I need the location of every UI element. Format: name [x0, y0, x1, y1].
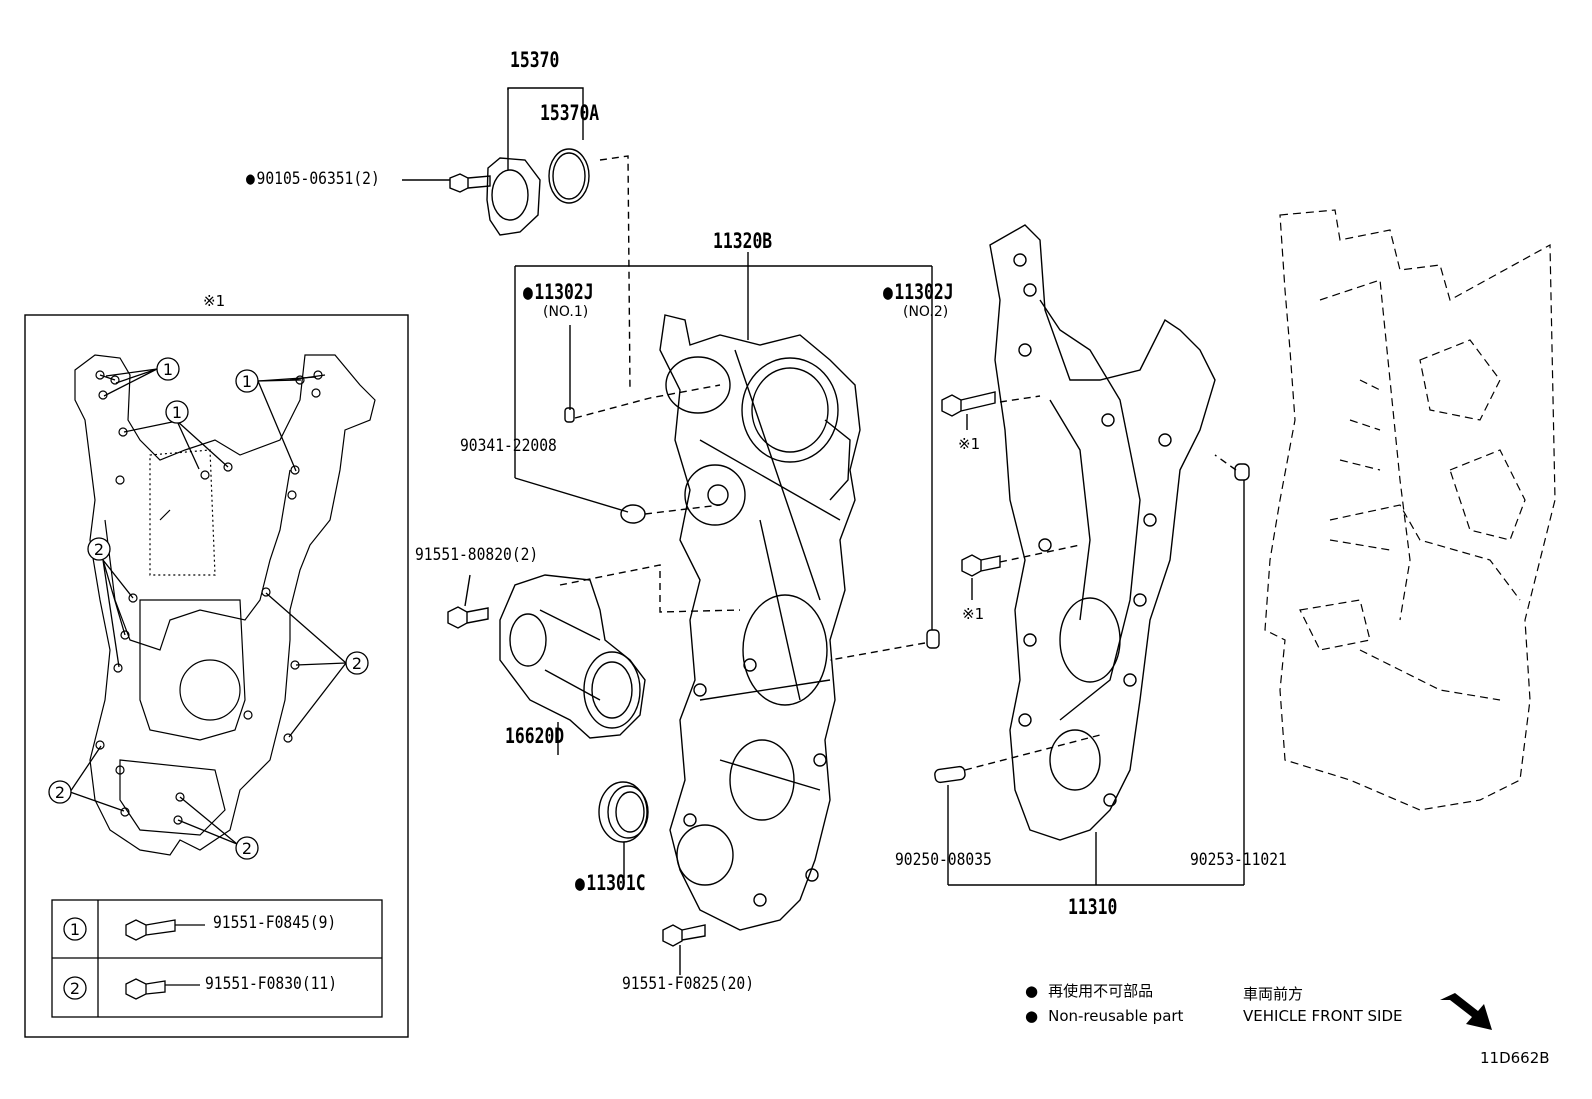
label-15370: 15370	[510, 48, 560, 72]
tensioner-16620D-drawing	[447, 564, 741, 755]
label-ref1-upper: ※1	[958, 435, 981, 453]
vehicle-front-arrow-icon	[1440, 993, 1492, 1030]
label-90253-11021: 90253-11021	[1190, 850, 1287, 870]
label-11302J-no2: 11302J	[883, 280, 954, 304]
label-11320B: 11320B	[713, 229, 773, 253]
label-16620D: 16620D	[505, 724, 565, 748]
legend-part-1: 91551-F0845(9)	[213, 913, 337, 933]
label-no2: (NO.2)	[903, 304, 949, 320]
inset-callouts	[48, 357, 369, 860]
part-15370-drawing	[402, 87, 631, 391]
inset-callout-leaders	[69, 368, 347, 845]
note-front-en: VEHICLE FRONT SIDE	[1243, 1007, 1403, 1025]
label-91551-80820: 91551-80820(2)	[415, 545, 539, 565]
cover-11310-drawing	[934, 224, 1250, 886]
label-ref1-lower: ※1	[962, 605, 985, 623]
callout-2-d: 2	[241, 839, 253, 858]
inset-legend-table	[51, 899, 383, 1018]
label-11302J-no1-text: 11302J	[534, 280, 594, 304]
label-11301C-text: 11301C	[586, 871, 646, 895]
seal-11301C-drawing	[598, 781, 706, 975]
note-nonreusable-ja-text: 再使用不可部品	[1048, 982, 1154, 1000]
callout-2-b: 2	[351, 654, 363, 673]
cover-11320B-drawing	[659, 314, 861, 931]
inset-cover-drawing	[74, 354, 376, 856]
callout-2-a: 2	[93, 540, 105, 559]
legend-num-1: 1	[69, 920, 81, 939]
label-11301C: 11301C	[575, 871, 646, 895]
legend-num-2: 2	[69, 979, 81, 998]
note-nonreusable-en: Non-reusable part	[1025, 1008, 1183, 1025]
label-15370A: 15370A	[540, 101, 600, 125]
label-90105-text: 90105-06351(2)	[256, 169, 380, 189]
label-11302J-no2-text: 11302J	[894, 280, 954, 304]
label-90105-06351: 90105-06351(2)	[246, 171, 380, 188]
figure-id: 11D662B	[1480, 1049, 1550, 1067]
legend-part-2: 91551-F0830(11)	[205, 974, 338, 994]
callout-2-c: 2	[54, 783, 66, 802]
label-90250-08035: 90250-08035	[895, 850, 992, 870]
label-90341-22008: 90341-22008	[460, 436, 557, 456]
note-front-ja: 車両前方	[1243, 985, 1304, 1003]
callout-1-a: 1	[162, 360, 174, 379]
bracket-11320B	[514, 252, 940, 661]
note-nonreusable-ja: 再使用不可部品	[1025, 983, 1153, 1000]
callout-1-b: 1	[171, 403, 183, 422]
callout-1-c: 1	[241, 372, 253, 391]
label-11310: 11310	[1068, 895, 1118, 919]
inset-box	[24, 314, 409, 1038]
label-no1: (NO.1)	[543, 304, 589, 320]
label-11302J-no1: 11302J	[523, 280, 594, 304]
engine-block-phantom	[1264, 209, 1556, 811]
inset-title: ※1	[203, 292, 226, 310]
note-nonreusable-en-text: Non-reusable part	[1048, 1007, 1184, 1025]
label-91551-F0825: 91551-F0825(20)	[622, 974, 755, 994]
